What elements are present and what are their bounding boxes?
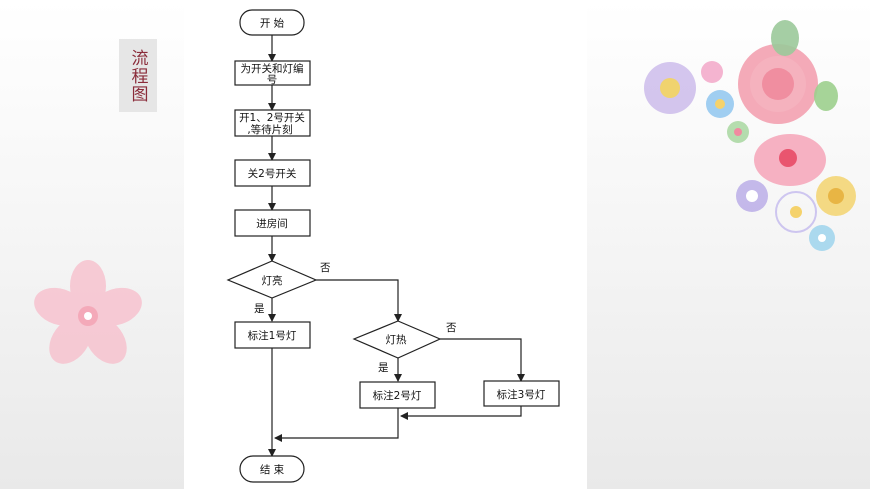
node-mark-2: 标注2号灯 — [359, 381, 436, 409]
node-mark-3-label: 标注3号灯 — [497, 388, 546, 401]
decision-light-on-label: 灯亮 — [262, 274, 283, 287]
node-enter-room: 进房间 — [234, 209, 311, 237]
node-enter-room-label: 进房间 — [256, 217, 288, 230]
flow-edges — [268, 35, 525, 457]
edge-lighthot-no — [440, 338, 525, 382]
node-start: 开 始 — [239, 9, 305, 36]
node-number-switches-line1: 为开关和灯编 — [241, 62, 304, 75]
page-title: 流程图 — [119, 39, 157, 112]
node-end: 结 束 — [239, 455, 305, 483]
node-end-label: 结 束 — [260, 463, 285, 476]
edge-mark3-merge — [400, 406, 522, 420]
decision-light-on: 灯亮 — [226, 260, 318, 299]
edge-lighton-no — [316, 279, 402, 322]
decision-light-hot-label: 灯热 — [386, 333, 407, 346]
label-yes-2: 是 — [378, 362, 389, 374]
node-number-switches-line2: 号 — [267, 74, 278, 86]
node-start-label: 开 始 — [260, 17, 285, 30]
node-mark-3: 标注3号灯 — [483, 380, 560, 407]
node-close-switch-2: 关2号开关 — [234, 159, 311, 187]
label-yes-1: 是 — [254, 303, 265, 315]
node-open-switches-line1: 开1、2号开关 — [239, 111, 305, 124]
node-mark-2-label: 标注2号灯 — [373, 389, 422, 402]
node-open-switches-line2: ,等待片刻 — [247, 123, 292, 136]
node-open-switches: 开1、2号开关 ,等待片刻 — [234, 109, 311, 137]
node-close-switch-2-label: 关2号开关 — [248, 167, 297, 180]
label-no-1: 否 — [320, 262, 331, 274]
node-mark-1: 标注1号灯 — [234, 321, 311, 349]
label-no-2: 否 — [446, 322, 457, 334]
edge-mark2-merge — [274, 408, 399, 442]
decision-light-hot: 灯热 — [352, 320, 442, 359]
node-mark-1-label: 标注1号灯 — [248, 329, 297, 342]
node-number-switches: 为开关和灯编 号 — [234, 60, 311, 86]
